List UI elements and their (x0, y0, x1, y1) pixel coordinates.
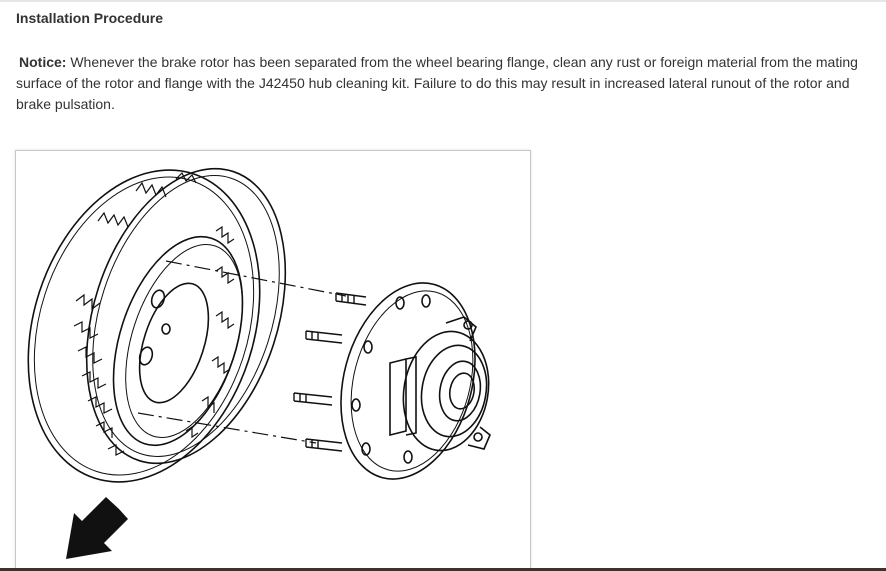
installation-figure (15, 150, 531, 571)
wheel-studs (293, 292, 367, 452)
direction-arrow-icon (66, 497, 128, 559)
page-heading: Installation Procedure (16, 10, 164, 26)
rotor-hub-diagram (27, 167, 491, 559)
notice-paragraph: Notice: Whenever the brake rotor has bee… (16, 52, 866, 115)
brake-rotor-icon (27, 167, 287, 483)
notice-label: Notice: (19, 54, 67, 70)
alignment-lines (137, 260, 347, 444)
wheel-hub-icon (340, 282, 491, 480)
notice-text: Whenever the brake rotor has been separa… (16, 54, 858, 112)
bottom-bar (0, 568, 886, 571)
